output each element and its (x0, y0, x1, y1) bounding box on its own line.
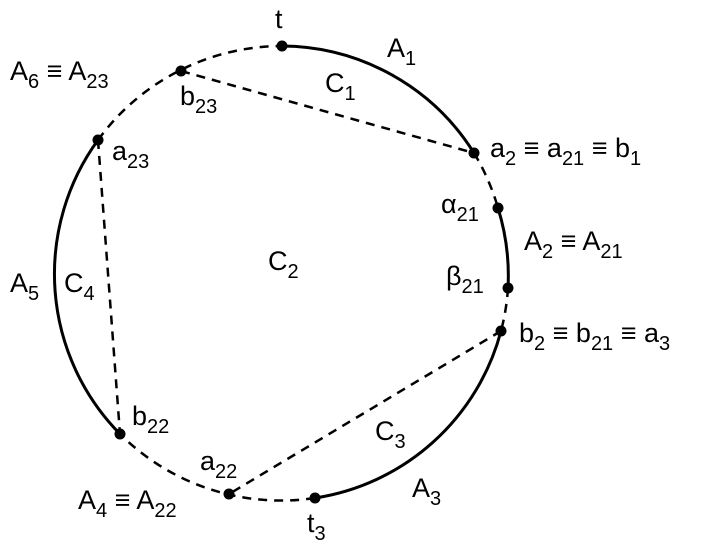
point-b23 (175, 65, 187, 77)
label-A5: A5 (10, 268, 39, 305)
label-alpha21: α21 (441, 189, 479, 226)
point-beta21 (502, 282, 514, 294)
chord-b2-a22 (228, 329, 502, 496)
label-t3: t3 (307, 508, 326, 545)
arc-A3-solid (314, 330, 503, 500)
chord-a23-b22 (96, 139, 122, 435)
label-A3: A3 (412, 473, 441, 510)
point-a22 (223, 488, 235, 500)
label-C2: C2 (268, 246, 299, 283)
chord-b23-a2 (180, 69, 475, 155)
label-C3: C3 (375, 416, 406, 453)
point-alpha21 (492, 202, 504, 214)
point-t3 (309, 492, 321, 504)
point-t (276, 40, 288, 52)
label-A2-A21: A2 ≡ A21 (524, 226, 623, 263)
label-C4: C4 (64, 268, 95, 305)
point-b22 (114, 428, 126, 440)
label-a23: a23 (112, 136, 149, 173)
arc-A2-solid (496, 207, 510, 289)
arc-dashed-beta21-b2 (499, 287, 510, 332)
label-a2-a21-b1: a2 ≡ a21 ≡ b1 (490, 133, 641, 170)
label-b2-b21-a3: b2 ≡ b21 ≡ a3 (519, 318, 670, 355)
point-b2 (495, 325, 507, 337)
arc-A1-solid (281, 44, 476, 154)
label-beta21: β21 (446, 261, 484, 298)
label-A4-A22: A4 ≡ A22 (78, 485, 177, 522)
label-a22: a22 (200, 446, 237, 483)
point-a23 (92, 134, 104, 146)
label-b22: b22 (132, 401, 169, 438)
label-C1: C1 (325, 68, 356, 105)
label-A1: A1 (387, 33, 416, 70)
point-a2 (468, 147, 480, 159)
label-A6-A23: A6 ≡ A23 (10, 56, 109, 93)
label-t: t (275, 4, 283, 34)
arc-A5-solid (53, 139, 122, 436)
label-b23: b23 (180, 81, 217, 118)
